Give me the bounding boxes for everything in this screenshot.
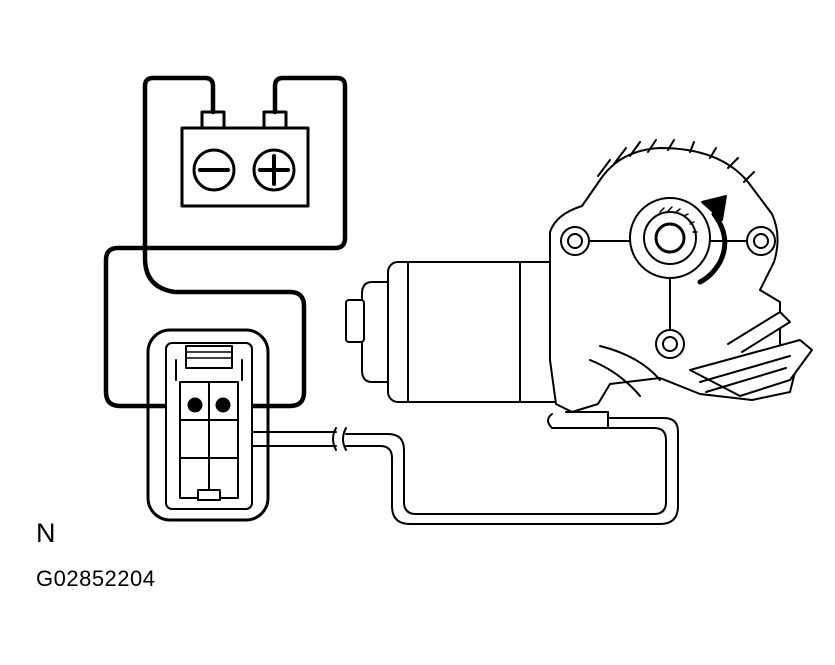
negative-lead [142,75,307,409]
positive-lead [103,75,348,409]
view-label: N [36,518,56,548]
connector-pin-1 [187,397,203,413]
battery-icon [180,110,310,208]
connector-icon [146,328,337,522]
motor-icon [345,139,813,429]
connector-pin-2 [215,397,231,413]
motor-harness [332,417,679,525]
test-leads [103,75,348,409]
figure-code: G02852204 [36,566,156,591]
rotation-arrow-icon [697,195,728,285]
positive-terminal-icon [252,148,296,192]
negative-terminal-icon [192,148,236,192]
